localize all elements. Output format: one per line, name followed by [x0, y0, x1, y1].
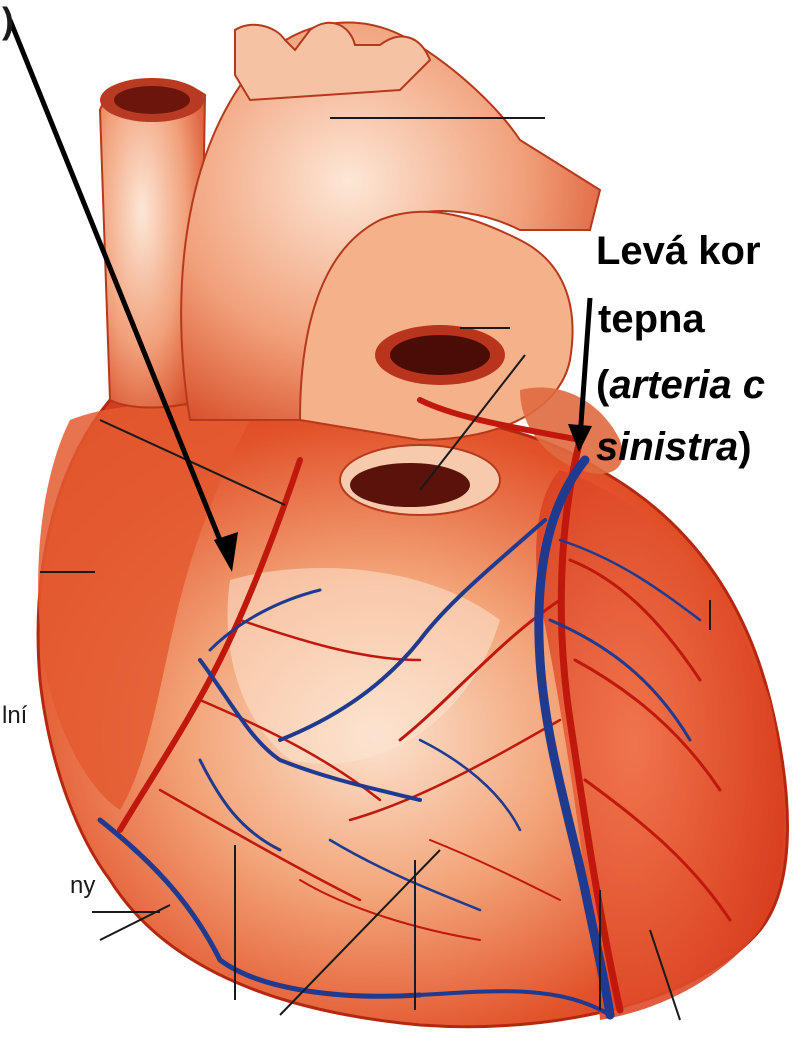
fragment-top-left: ) — [2, 0, 14, 42]
left-coronary-artery-label: Levá kor — [596, 228, 761, 274]
left-coronary-artery-label-line4: sinistra) — [596, 424, 752, 470]
label-line-1: Levá kor — [596, 228, 761, 274]
fragment-left-mid: lní — [2, 702, 27, 730]
left-coronary-artery-label-line3: (arteria c — [596, 362, 765, 408]
fragment-left-low: ny — [70, 872, 95, 900]
left-coronary-artery-label-line2: tepna — [598, 296, 705, 342]
